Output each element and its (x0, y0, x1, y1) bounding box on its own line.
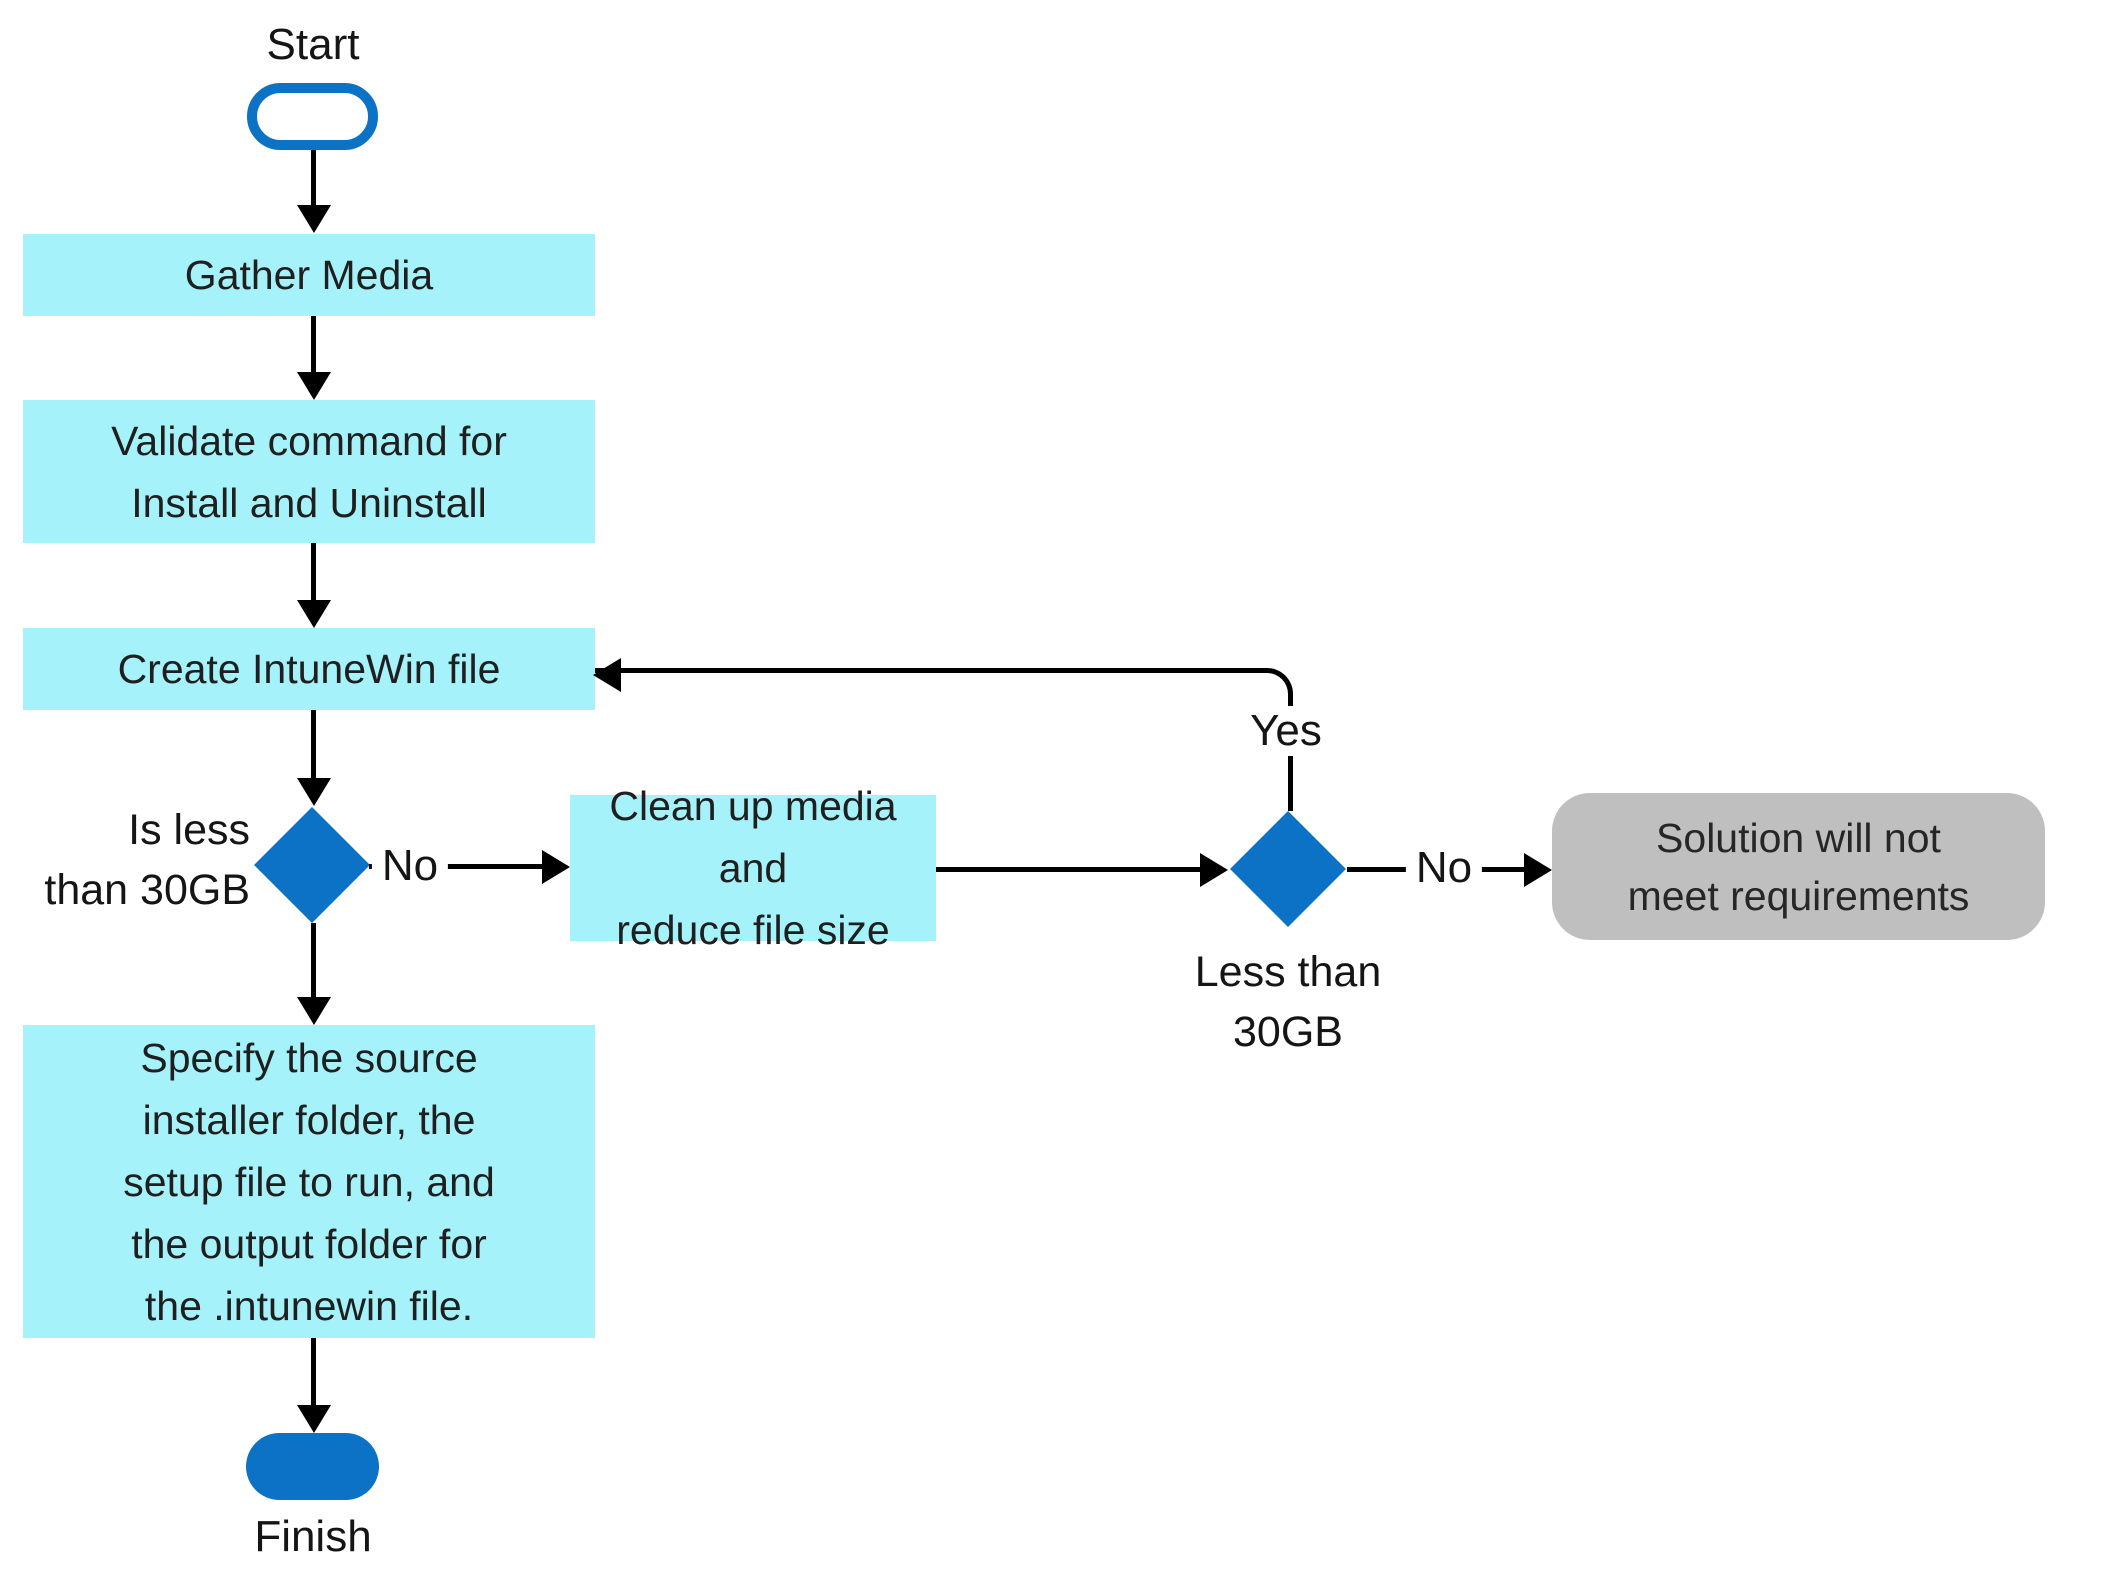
arrow-gather-to-validate (311, 316, 316, 373)
arrow-decision2-yes-loop (595, 668, 1293, 811)
arrow-start-to-gather (311, 150, 316, 206)
arrow-decision1-no (369, 864, 542, 869)
arrow-create-to-decision1 (311, 710, 316, 779)
process-validate-command: Validate command for Install and Uninsta… (23, 400, 595, 543)
arrow-validate-to-create (311, 543, 316, 601)
decision-less-than-30gb (1230, 811, 1346, 927)
arrow-cleanup-to-decision2 (936, 867, 1200, 872)
edge-label-no-1: No (371, 841, 449, 891)
finish-label: Finish (254, 1512, 372, 1561)
process-cleanup-media: Clean up media and reduce file size (570, 783, 936, 953)
edge-label-no-2: No (1405, 843, 1483, 893)
fail-terminator: Solution will not meet requirements (1552, 793, 2045, 940)
process-gather-media: Gather Media (23, 234, 595, 316)
decision-is-less-than-30gb (254, 807, 370, 923)
process-specify-folders: Specify the source installer folder, the… (23, 1025, 595, 1338)
edge-label-yes: Yes (1240, 706, 1332, 756)
start-label: Start (266, 20, 360, 69)
decision2-caption: Less than 30GB (1194, 948, 1382, 1056)
decision1-caption: Is less than 30GB (44, 806, 250, 914)
start-terminator (247, 83, 378, 150)
arrow-decision1-to-specify (311, 923, 316, 998)
finish-terminator (246, 1433, 379, 1500)
arrow-specify-to-finish (311, 1338, 316, 1406)
process-create-intunewin: Create IntuneWin file (23, 628, 595, 710)
